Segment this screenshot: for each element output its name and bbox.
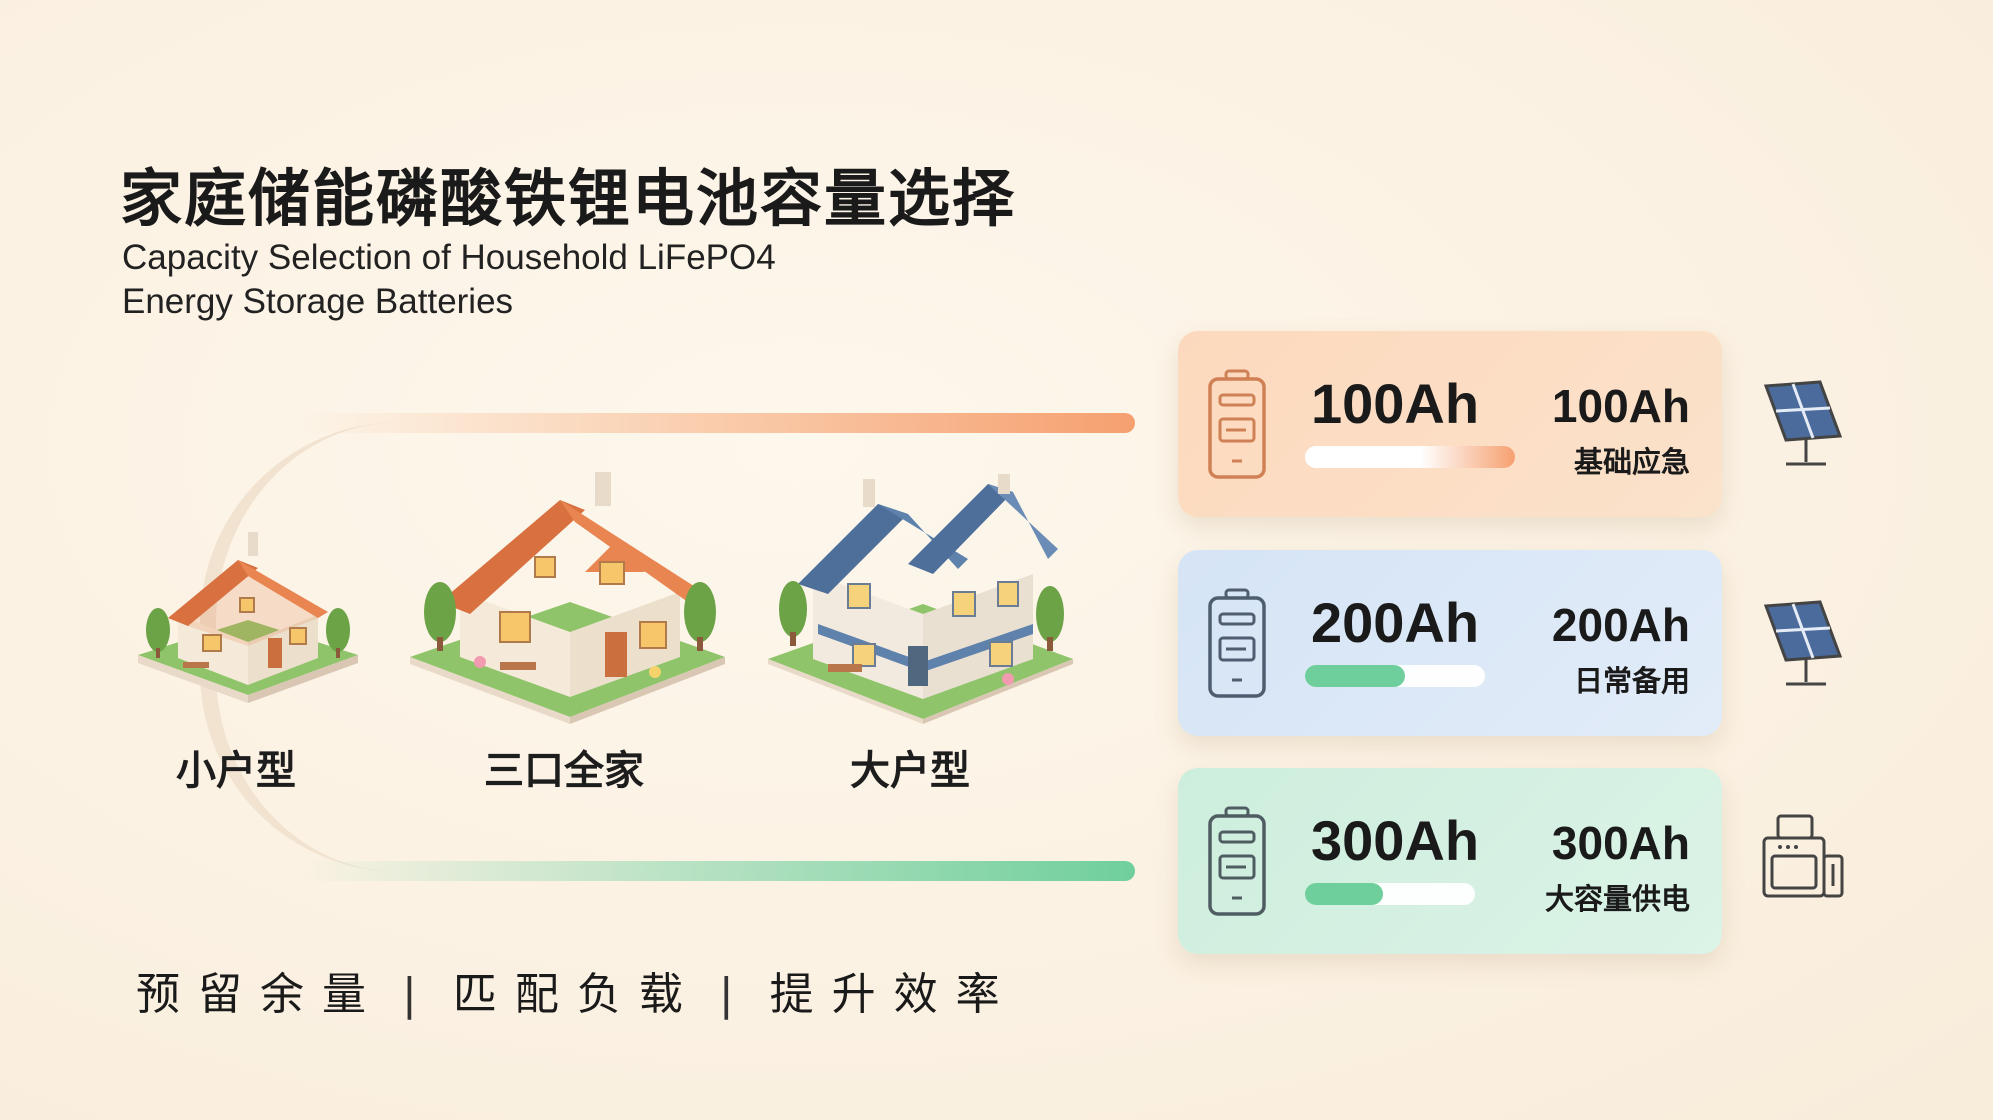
capacity-bar [1305,446,1515,468]
capacity-bar [1305,665,1485,687]
solar-panel-icon [1763,600,1843,686]
capacity-bar-fill [1305,665,1405,687]
capacity-note: 基础应急 [1573,445,1690,479]
house-label-family: 三口全家 [484,748,644,794]
connector-line-bottom [300,861,1135,881]
page-subtitle: Capacity Selection of Household LiFePO4 … [122,238,776,321]
appliances-icon [1762,814,1844,898]
motto-separator: | [402,969,435,1020]
capacity-right-value: 100Ah [1551,380,1690,432]
capacity-card-100ah[interactable]: 100Ah 100Ah 基础应急 [1178,331,1722,517]
motto-item: 预留余量 [136,969,384,1020]
family-house-illustration [410,472,725,724]
small-house-illustration [138,532,358,703]
motto-item: 提升效率 [769,969,1018,1020]
battery-icon [1208,369,1266,479]
capacity-bar-fill [1305,883,1383,905]
solar-panel-icon [1763,380,1843,466]
capacity-card-300ah[interactable]: 300Ah 300Ah 大容量供电 [1178,768,1722,954]
capacity-bar [1305,883,1475,905]
battery-icon [1208,588,1266,698]
battery-icon [1208,806,1266,916]
motto-separator: | [718,969,752,1020]
capacity-value: 100Ah [1311,372,1480,435]
motto: 预留余量 | 匹配负载 | 提升效率 [136,958,1018,1022]
capacity-bar-fill [1305,446,1515,468]
capacity-note: 大容量供电 [1544,882,1690,916]
capacity-right-value: 200Ah [1551,599,1690,651]
capacity-value: 300Ah [1311,809,1480,872]
house-label-large: 大户型 [850,748,970,794]
large-house-illustration [768,474,1073,724]
capacity-right-value: 300Ah [1551,817,1690,869]
connector-line-top [300,413,1135,433]
capacity-note: 日常备用 [1573,664,1690,698]
capacity-card-200ah[interactable]: 200Ah 200Ah 日常备用 [1178,550,1722,736]
capacity-value: 200Ah [1311,591,1480,654]
page-title: 家庭储能磷酸铁锂电池容量选择 [120,162,1017,235]
motto-item: 匹配负载 [452,969,701,1020]
house-label-small: 小户型 [176,748,296,794]
